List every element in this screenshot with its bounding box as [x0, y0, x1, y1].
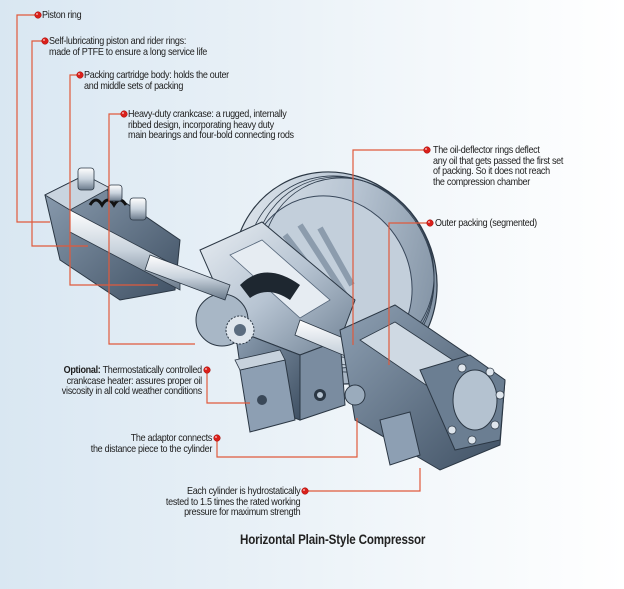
- callout-outer-packing: Outer packing (segmented): [435, 218, 537, 229]
- callout-piston-ring: Piston ring: [42, 9, 82, 21]
- callout-line: tested to 1.5 times the rated working: [165, 495, 301, 508]
- leader-line-piston-ring: [16, 14, 50, 223]
- callout-line: Each cylinder is hydrostatically: [186, 485, 301, 497]
- callout-line: Outer packing (segmented): [435, 217, 537, 229]
- leader-line-heater: [206, 370, 250, 404]
- callout-crankcase-heater: Optional: Thermostatically controlled cr…: [62, 365, 202, 397]
- callout-dot-crankcase: [120, 110, 128, 118]
- figure-title: Horizontal Plain-Style Compressor: [240, 532, 426, 547]
- leader-line-outer-packing: [388, 222, 430, 365]
- callout-dot-piston-ring: [34, 11, 42, 19]
- optional-prefix: Optional:: [63, 364, 101, 376]
- callout-line: Self-lubricating piston and rider rings:: [49, 35, 187, 47]
- leader-line-crankcase: [108, 113, 195, 345]
- callout-line: Thermostatically controlled: [100, 364, 203, 376]
- callout-dot-heater: [203, 366, 211, 374]
- callout-line: main bearings and four-bold connecting r…: [128, 129, 294, 141]
- leader-line-hydrostatic: [305, 468, 421, 492]
- callout-line: viscosity in all cold weather conditions: [61, 385, 202, 397]
- leader-line-packing-cartridge: [69, 74, 158, 286]
- right-cylinder: [339, 304, 506, 471]
- callout-dot-oil-deflector: [423, 146, 431, 154]
- callout-dot-packing-cartridge: [76, 71, 84, 79]
- callout-self-lubricating-rings: Self-lubricating piston and rider rings:…: [49, 36, 207, 57]
- callout-dot-adaptor: [213, 434, 221, 442]
- callout-line: and middle sets of packing: [84, 79, 184, 92]
- callout-line: Packing cartridge body: holds the outer: [84, 69, 229, 81]
- callout-line: any oil that gets passed the first set: [433, 154, 564, 167]
- leader-line-oil-deflector: [352, 149, 427, 345]
- callout-line: pressure for maximum strength: [183, 506, 301, 518]
- callout-line: the distance piece to the cylinder: [90, 442, 213, 455]
- callout-adaptor: The adaptor connects the distance piece …: [90, 432, 213, 455]
- callout-line: made of PTFE to ensure a long service li…: [49, 45, 208, 58]
- callout-crankcase: Heavy-duty crankcase: a rugged, internal…: [128, 109, 294, 141]
- callout-dot-self-lubricating: [41, 37, 49, 45]
- leader-line-self-lubricating: [31, 40, 88, 247]
- callout-line: ribbed design, incorporating heavy duty: [128, 118, 274, 131]
- leader-line-adaptor: [216, 418, 358, 458]
- crank-gear: [195, 293, 255, 347]
- callout-dot-outer-packing: [426, 219, 434, 227]
- callout-oil-deflector: The oil-deflector rings deflect any oil …: [433, 145, 563, 187]
- callout-line: The adaptor connects: [130, 432, 213, 444]
- callout-dot-hydrostatic: [301, 487, 309, 495]
- callout-hydrostatic-test: Each cylinder is hydrostatically tested …: [165, 485, 301, 518]
- callout-line: crankcase heater: assures proper oil: [66, 374, 203, 387]
- callout-line: The oil-deflector rings deflect: [433, 144, 540, 156]
- callout-line: Piston ring: [42, 9, 82, 21]
- callout-line: the compression chamber: [433, 175, 530, 188]
- callout-line: of packing. So it does not reach: [433, 165, 550, 177]
- callout-packing-cartridge: Packing cartridge body: holds the outer …: [84, 70, 229, 91]
- callout-line: Heavy-duty crankcase: a rugged, internal…: [128, 108, 287, 120]
- heater-block: [234, 349, 296, 433]
